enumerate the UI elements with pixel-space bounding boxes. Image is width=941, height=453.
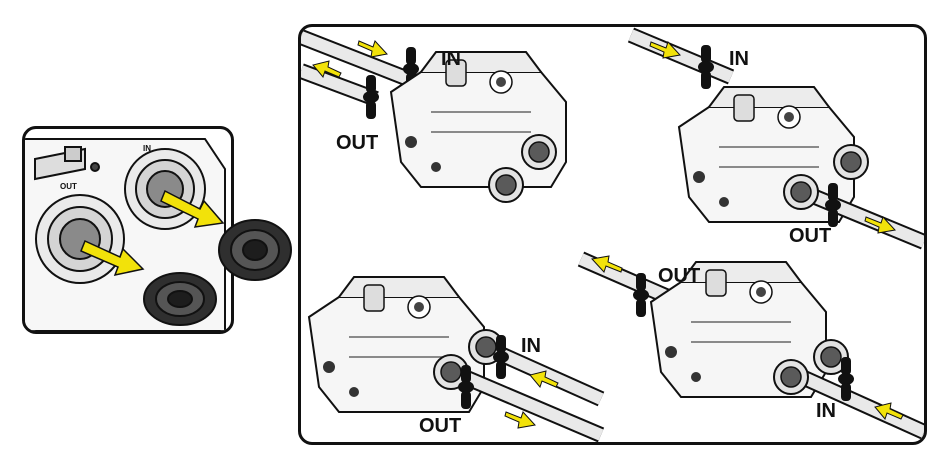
fitting-nut-icon xyxy=(218,219,292,281)
valve-icon xyxy=(698,45,714,89)
out-port xyxy=(35,194,125,284)
arrow-icon xyxy=(874,402,904,421)
arrow-icon xyxy=(864,216,896,234)
arrow-icon xyxy=(160,189,225,228)
in-label: IN xyxy=(729,48,749,70)
fitting-nut-icon xyxy=(143,272,217,326)
pipe xyxy=(787,364,924,440)
installation-views-drawing: IN OUT IN OUT xyxy=(301,27,924,442)
installation-views-panel: IN OUT IN OUT xyxy=(298,24,927,445)
in-label: IN xyxy=(816,400,836,422)
valve-icon xyxy=(363,75,379,119)
arrow-icon xyxy=(80,239,145,277)
arrow-icon xyxy=(649,41,681,59)
fitting-detail-drawing: OUT IN xyxy=(25,138,231,331)
in-label: IN xyxy=(441,48,461,70)
arrow-icon xyxy=(357,40,388,58)
out-label: OUT xyxy=(658,265,700,287)
in-label: IN xyxy=(521,335,541,357)
arrow-icon xyxy=(312,60,342,79)
view-top-left: IN OUT xyxy=(301,29,567,203)
out-label: OUT xyxy=(419,415,461,437)
port-label-in: IN xyxy=(143,144,151,153)
arrow-icon xyxy=(591,255,623,273)
port-label-out: OUT xyxy=(60,182,77,191)
view-bottom-left: IN OUT xyxy=(308,276,605,442)
fitting-detail-panel: OUT IN xyxy=(22,126,234,334)
out-label: OUT xyxy=(336,132,378,154)
pipe xyxy=(301,29,419,107)
arrow-icon xyxy=(504,411,536,429)
view-bottom-right: OUT IN xyxy=(577,251,924,440)
out-label: OUT xyxy=(789,225,831,247)
arrow-icon xyxy=(529,370,559,389)
view-top-right: IN OUT xyxy=(627,27,924,250)
